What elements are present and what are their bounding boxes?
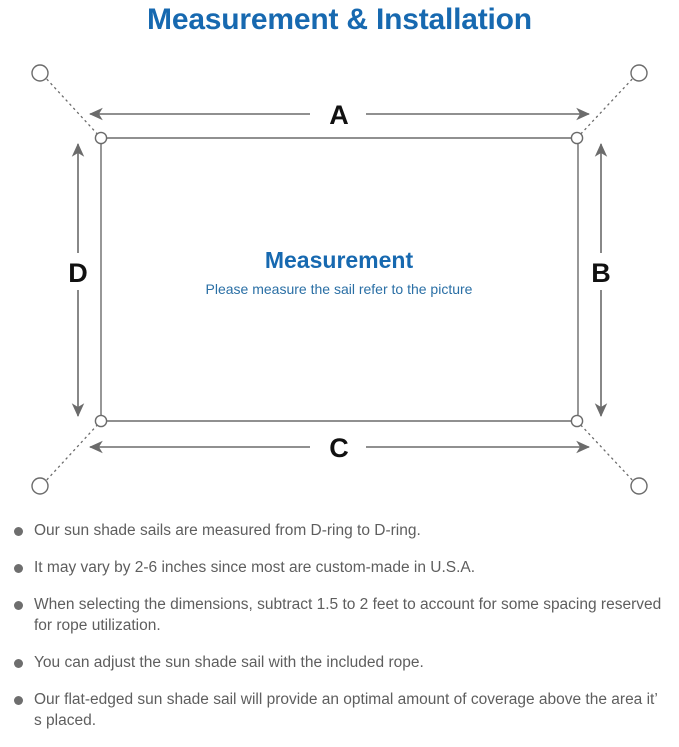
- note-text: When selecting the dimensions, subtract …: [34, 596, 662, 634]
- rope-bottom-right: [576, 420, 637, 485]
- list-item: When selecting the dimensions, subtract …: [0, 594, 679, 636]
- list-item: It may vary by 2-6 inches since most are…: [0, 557, 679, 578]
- anchor-point-bottom-left: [31, 477, 49, 495]
- d-ring-bottom-right: [570, 414, 584, 428]
- anchor-point-top-left: [31, 64, 49, 82]
- list-item: Our sun shade sails are measured from D-…: [0, 520, 679, 541]
- dimension-label-a: A: [329, 100, 349, 130]
- sail-caption-subtitle: Please measure the sail refer to the pic…: [206, 281, 473, 297]
- d-ring-top-right: [570, 131, 584, 145]
- rope-bottom-left: [42, 420, 102, 485]
- rope-top-right: [576, 74, 637, 139]
- note-text: You can adjust the sun shade sail with t…: [34, 654, 424, 671]
- shade-sail-rectangle: [100, 137, 579, 422]
- bullet-icon: [14, 564, 23, 573]
- rope-top-left: [42, 74, 102, 139]
- d-rings: [94, 131, 584, 428]
- dimension-label-c: C: [329, 433, 349, 463]
- bullet-icon: [14, 527, 23, 536]
- anchor-points: [31, 64, 648, 495]
- note-text: It may vary by 2-6 inches since most are…: [34, 559, 476, 576]
- anchor-point-bottom-right: [630, 477, 648, 495]
- d-ring-bottom-left: [94, 414, 108, 428]
- bullet-icon: [14, 659, 23, 668]
- page-title: Measurement & Installation: [147, 3, 532, 36]
- note-text: Our flat-edged sun shade sail will provi…: [34, 691, 658, 729]
- measurement-diagram: A C D B Measurement Please measure the s…: [0, 44, 679, 514]
- list-item: You can adjust the sun shade sail with t…: [0, 652, 679, 673]
- bullet-icon: [14, 601, 23, 610]
- notes-list: Our sun shade sails are measured from D-…: [0, 520, 679, 747]
- bullet-icon: [14, 696, 23, 705]
- sail-caption-title: Measurement: [265, 247, 414, 273]
- anchor-point-top-right: [630, 64, 648, 82]
- list-item: Our flat-edged sun shade sail will provi…: [0, 689, 679, 731]
- note-text: Our sun shade sails are measured from D-…: [34, 522, 421, 539]
- dimension-label-d: D: [68, 258, 88, 288]
- d-ring-top-left: [94, 131, 108, 145]
- dimension-label-b: B: [591, 258, 611, 288]
